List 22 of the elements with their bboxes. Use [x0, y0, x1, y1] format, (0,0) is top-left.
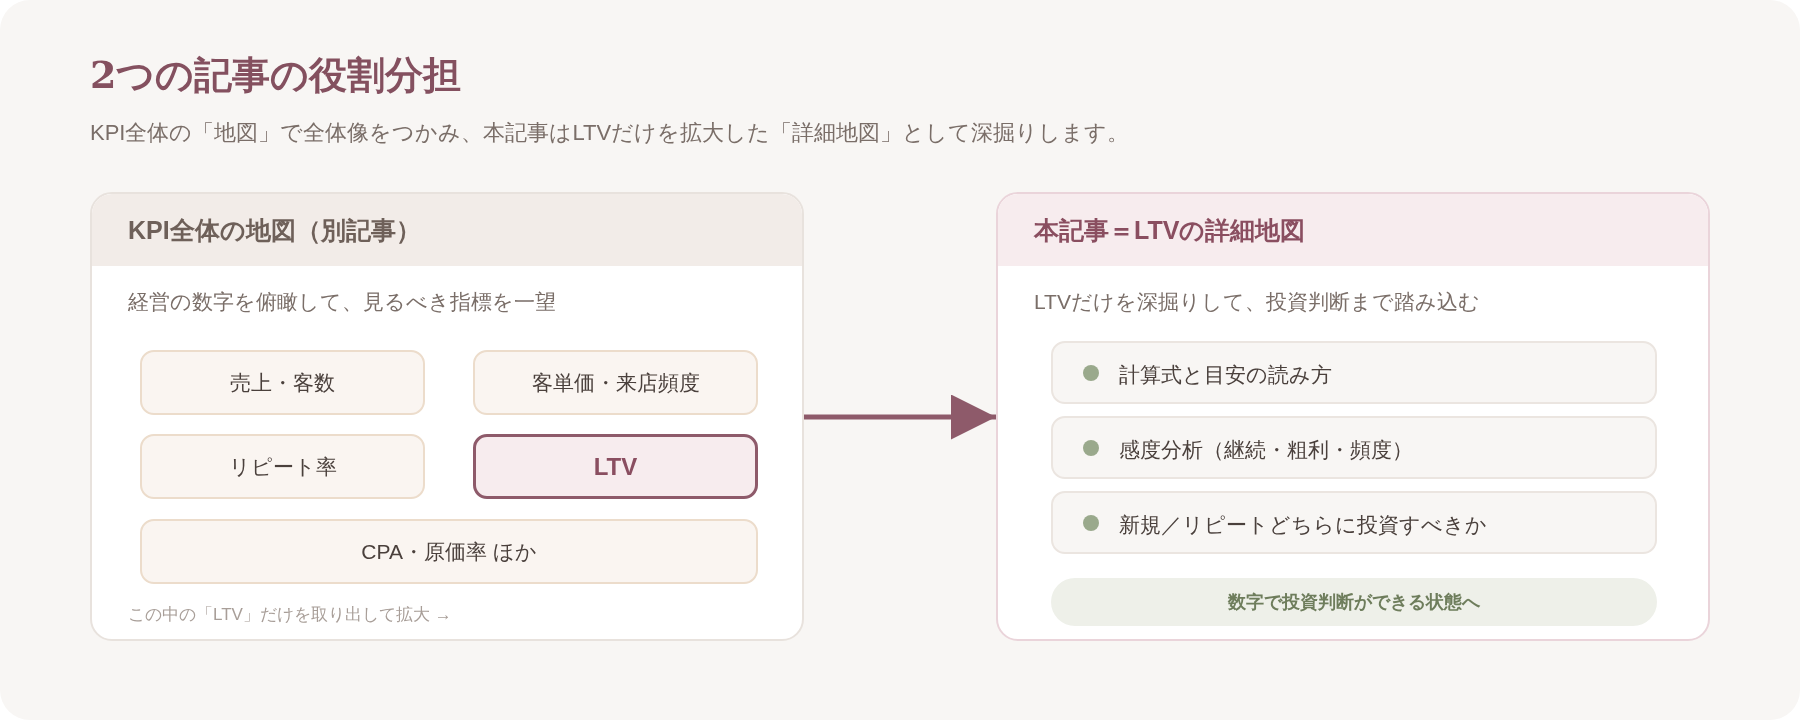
card-header: 本記事＝LTVの詳細地図 — [998, 194, 1708, 266]
item-text: 感度分析（継続・粗利・頻度） — [1119, 436, 1413, 463]
card-subtitle: LTVだけを深掘りして、投資判断まで踏み込む — [1034, 289, 1480, 315]
arrow — [804, 394, 996, 440]
footnote-text: この中の「LTV」だけを取り出して拡大 → — [128, 604, 452, 626]
list-item-box — [1051, 341, 1657, 404]
metric-box: 客単価・来店頻度 — [473, 350, 758, 415]
panel-card — [996, 192, 1710, 641]
list-item-box — [1051, 416, 1657, 479]
result-pill: 数字で投資判断ができる状態へ — [1051, 578, 1657, 626]
metric-box: リピート率 — [140, 434, 425, 499]
metric-box: CPA・原価率 ほか — [140, 519, 758, 584]
card-subtitle: 経営の数字を俯瞰して、見るべき指標を一望 — [128, 289, 556, 315]
item-text: 計算式と目安の読み方 — [1119, 361, 1332, 388]
highlighted-metric-box: LTV — [473, 434, 758, 499]
metric-box: 売上・客数 — [140, 350, 425, 415]
item-text: 新規／リピートどちらに投資すべきか — [1119, 511, 1487, 538]
card-header: KPI全体の地図（別記事） — [92, 194, 802, 266]
panel-card — [90, 192, 804, 641]
list-item-box — [1051, 491, 1657, 554]
title-text: 2つの記事の役割分担 — [90, 51, 462, 99]
subtitle-text: KPI全体の「地図」で全体像をつかみ、本記事はLTVだけを拡大した「詳細地図」として深掘りします。 — [90, 119, 1130, 147]
